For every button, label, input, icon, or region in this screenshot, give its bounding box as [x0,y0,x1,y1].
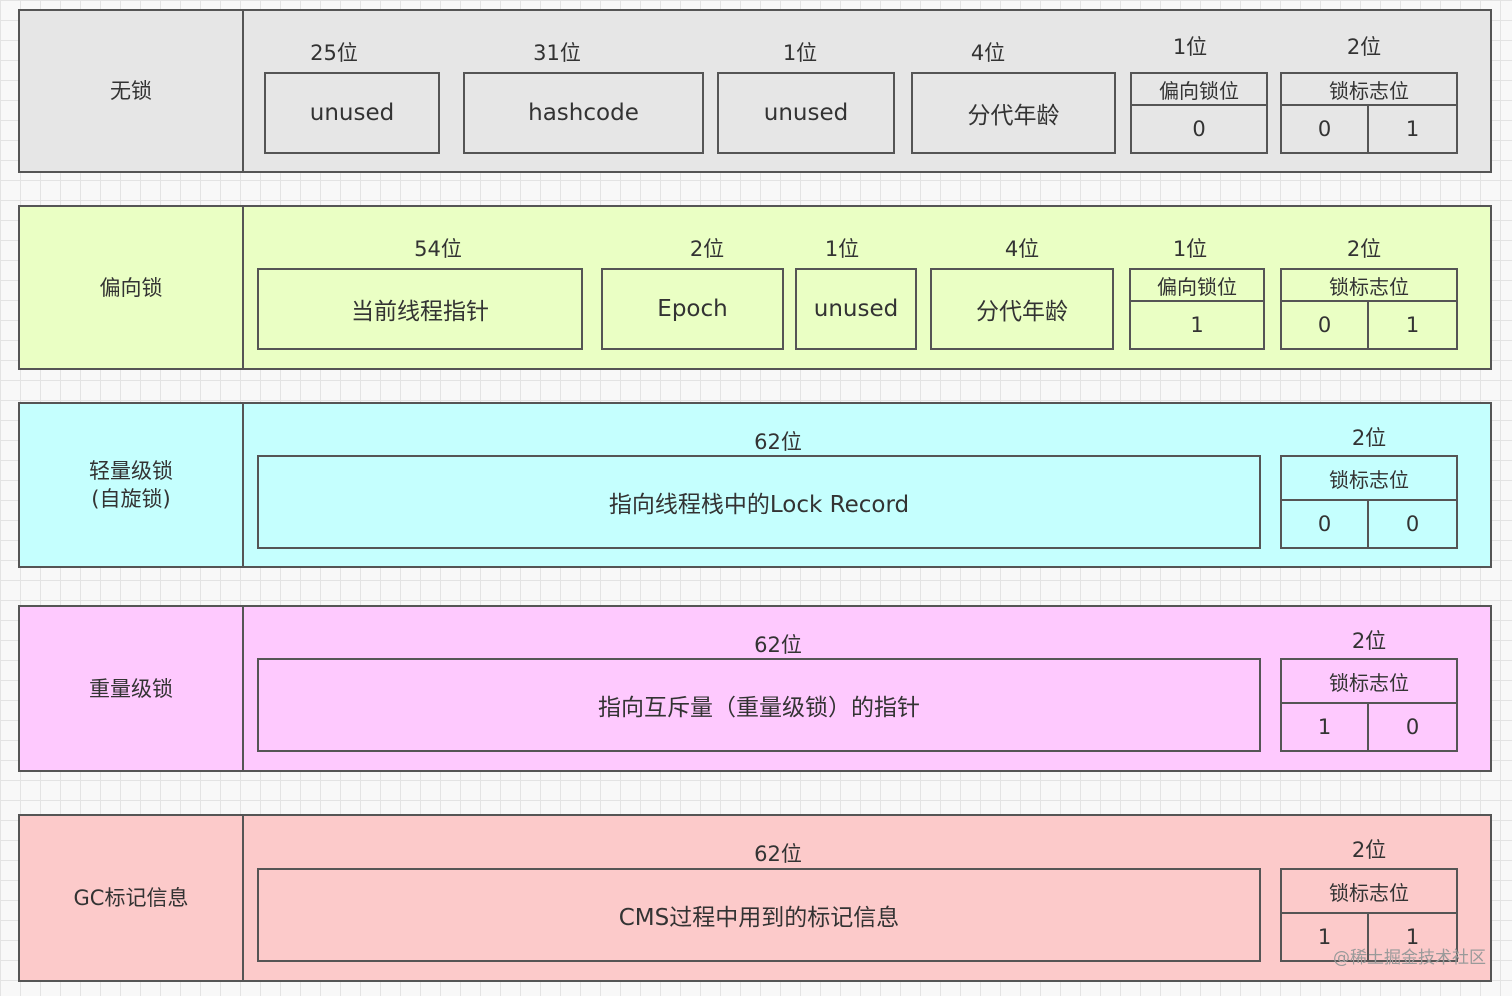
field-unused: unused [795,268,917,350]
field-thread-pointer: 当前线程指针 [257,268,583,350]
lock-flag-title: 锁标志位 [1282,870,1456,914]
field-biased-bit: 偏向锁位 0 [1130,72,1268,154]
lock-flag-bit: 1 [1405,925,1420,949]
field-unused: unused [264,72,440,154]
biased-bit-title: 偏向锁位 [1132,74,1266,106]
bit-count: 2位 [1351,838,1387,862]
row-label: GC标记信息 [20,816,244,980]
row-label: 无锁 [20,11,244,171]
bit-count: 62位 [754,430,802,454]
field-lock-flag: 锁标志位 1 0 [1280,658,1458,752]
lock-flag-title: 锁标志位 [1282,74,1456,106]
bit-count: 31位 [533,41,581,65]
lock-flag-bit: 0 [1282,501,1369,547]
bit-count: 4位 [1004,237,1040,261]
field-lock-record-pointer: 指向线程栈中的Lock Record [257,455,1261,549]
field-cms-mark-info: CMS过程中用到的标记信息 [257,868,1261,962]
row-label: 轻量级锁 (自旋锁) [20,404,244,566]
bit-count: 2位 [689,237,725,261]
bit-count: 1位 [782,41,818,65]
field-lock-flag: 锁标志位 0 1 [1280,72,1458,154]
lock-flag-title: 锁标志位 [1282,660,1456,704]
watermark: @稀土掘金技术社区 [1333,948,1486,968]
field-lock-flag: 锁标志位 1 1 [1280,868,1458,962]
biased-bit-title: 偏向锁位 [1131,270,1263,302]
row-gc-mark: GC标记信息 62位 2位 CMS过程中用到的标记信息 锁标志位 1 1 [18,814,1492,982]
field-lock-flag: 锁标志位 0 1 [1280,268,1458,350]
bit-count: 2位 [1351,629,1387,653]
field-unused: unused [717,72,895,154]
lock-flag-bit: 0 [1405,512,1420,536]
row-label: 偏向锁 [20,207,244,368]
bit-count: 54位 [414,237,462,261]
bit-count: 62位 [754,633,802,657]
bit-count: 2位 [1346,237,1382,261]
field-mutex-pointer: 指向互斥量（重量级锁）的指针 [257,658,1261,752]
lock-flag-bit: 0 [1282,302,1369,348]
bit-count: 1位 [1172,237,1208,261]
bit-count: 25位 [310,41,358,65]
bit-count: 1位 [1172,35,1208,59]
row-heavyweight-lock: 重量级锁 62位 2位 指向互斥量（重量级锁）的指针 锁标志位 1 0 [18,605,1492,772]
bit-count: 62位 [754,842,802,866]
bit-count: 2位 [1351,426,1387,450]
lock-flag-bit: 1 [1282,704,1369,750]
field-gc-age: 分代年龄 [930,268,1114,350]
bit-count: 1位 [824,237,860,261]
field-epoch: Epoch [601,268,784,350]
lock-flag-bit: 0 [1282,106,1369,152]
lock-flag-title: 锁标志位 [1282,457,1456,501]
field-lock-flag: 锁标志位 0 0 [1280,455,1458,549]
lock-flag-title: 锁标志位 [1282,270,1456,302]
row-biased-lock: 偏向锁 54位 2位 1位 4位 1位 2位 当前线程指针 Epoch unus… [18,205,1492,370]
lock-flag-bit: 1 [1405,313,1420,337]
lock-flag-bit: 0 [1405,715,1420,739]
lock-flag-bit: 1 [1405,117,1420,141]
bit-count: 4位 [970,41,1006,65]
row-no-lock: 无锁 25位 31位 1位 4位 1位 2位 unused hashcode u… [18,9,1492,173]
field-hashcode: hashcode [463,72,704,154]
bit-count: 2位 [1346,35,1382,59]
field-biased-bit: 偏向锁位 1 [1129,268,1265,350]
biased-bit-value: 1 [1190,313,1204,337]
biased-bit-value: 0 [1192,117,1206,141]
row-label: 重量级锁 [20,607,244,770]
row-lightweight-lock: 轻量级锁 (自旋锁) 62位 2位 指向线程栈中的Lock Record 锁标志… [18,402,1492,568]
lock-flag-bit: 1 [1282,914,1369,960]
field-gc-age: 分代年龄 [911,72,1116,154]
